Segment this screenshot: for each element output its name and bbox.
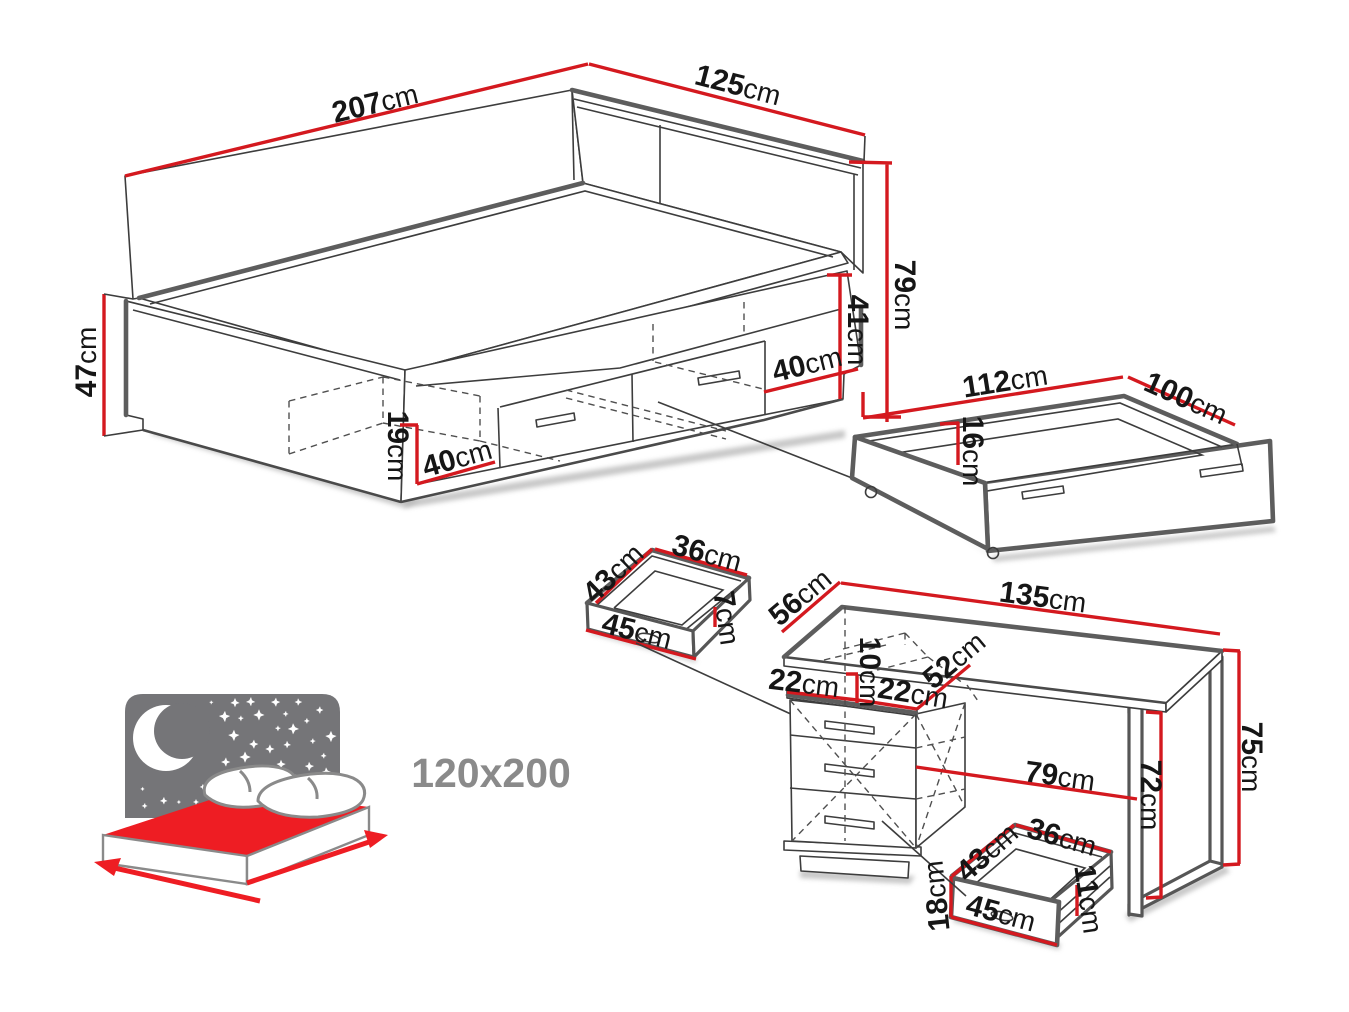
svg-text:79cm: 79cm	[1023, 755, 1098, 798]
svg-text:11cm: 11cm	[1067, 863, 1109, 936]
svg-text:120x200: 120x200	[411, 750, 571, 796]
svg-text:16cm: 16cm	[956, 416, 989, 487]
svg-text:41cm: 41cm	[841, 295, 874, 366]
svg-text:79cm: 79cm	[888, 260, 921, 331]
svg-text:18cm: 18cm	[916, 859, 956, 933]
svg-text:19cm: 19cm	[381, 411, 414, 482]
svg-text:10cm: 10cm	[853, 637, 886, 708]
svg-text:75cm: 75cm	[1235, 722, 1268, 793]
svg-text:72cm: 72cm	[1134, 760, 1167, 831]
svg-text:47cm: 47cm	[70, 327, 103, 398]
